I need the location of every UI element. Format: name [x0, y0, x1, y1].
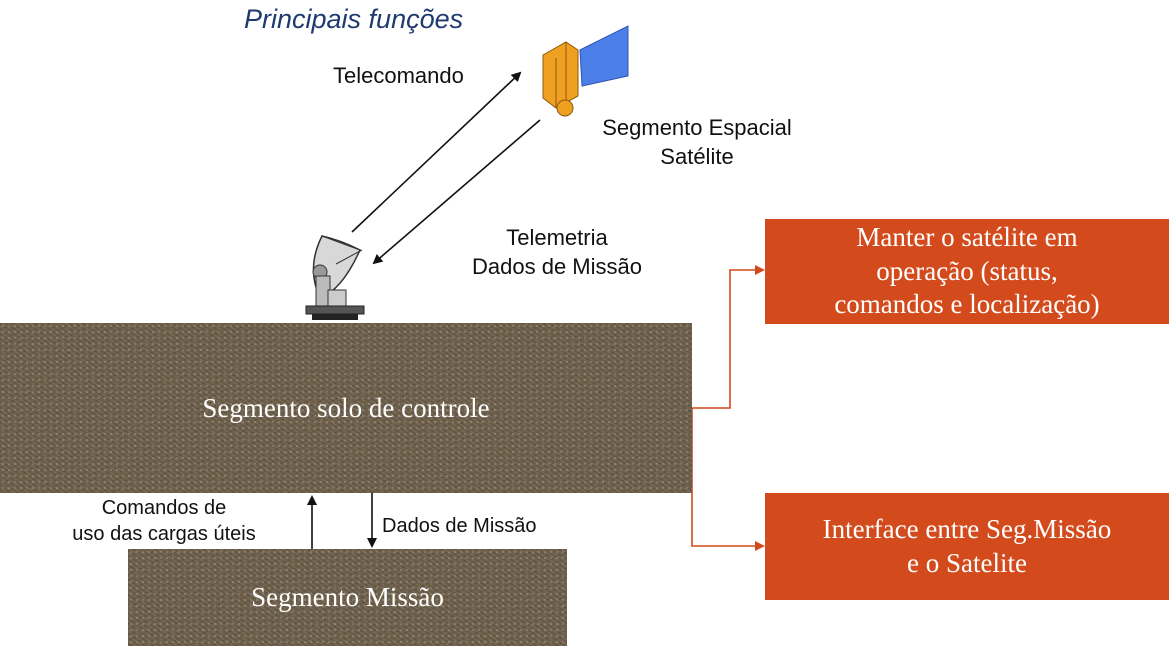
satellite-icon: [542, 25, 629, 117]
payload-commands-line2: uso das cargas úteis: [72, 523, 256, 545]
mission-segment: Segmento Missão: [128, 549, 567, 646]
function-box-interface-line2: e o Satelite: [907, 547, 1027, 578]
function-box-operation-line1: Manter o satélite em: [856, 221, 1078, 252]
function-box-operation-line2: operação (status,: [876, 255, 1058, 286]
mission-data-down-label: Dados de Missão: [382, 515, 537, 537]
ground-control-segment: Segmento solo de controle: [0, 323, 692, 493]
telecommand-label: Telecomando: [333, 63, 464, 88]
telemetry-arrow: [372, 119, 541, 265]
space-segment-label: Segmento Espacial Satélite: [582, 114, 812, 171]
telemetry-line: Telemetria: [506, 225, 608, 250]
payload-commands-line1: Comandos de: [101, 497, 227, 519]
payload-commands-label: Comandos de uso das cargas úteis: [44, 495, 284, 547]
antenna-icon: [305, 235, 365, 320]
connector-to-box2: [691, 408, 765, 551]
mission-data-line: Dados de Missão: [472, 253, 642, 279]
function-box-interface-line1: Interface entre Seg.Missão: [822, 513, 1112, 544]
diagram-title: Principais funções: [244, 4, 464, 34]
function-box-operation-line3: comandos e localização): [834, 289, 1100, 320]
space-segment-line: Segmento Espacial: [602, 115, 792, 140]
telecommand-arrow: [351, 71, 522, 233]
satellite-line: Satélite: [660, 143, 734, 169]
connector-to-box1: [692, 265, 765, 409]
function-box-operation: Manter o satélite em operação (status, c…: [765, 219, 1169, 324]
telemetry-label: Telemetria Dados de Missão: [452, 224, 662, 281]
function-box-interface: Interface entre Seg.Missão e o Satelite: [765, 493, 1169, 600]
